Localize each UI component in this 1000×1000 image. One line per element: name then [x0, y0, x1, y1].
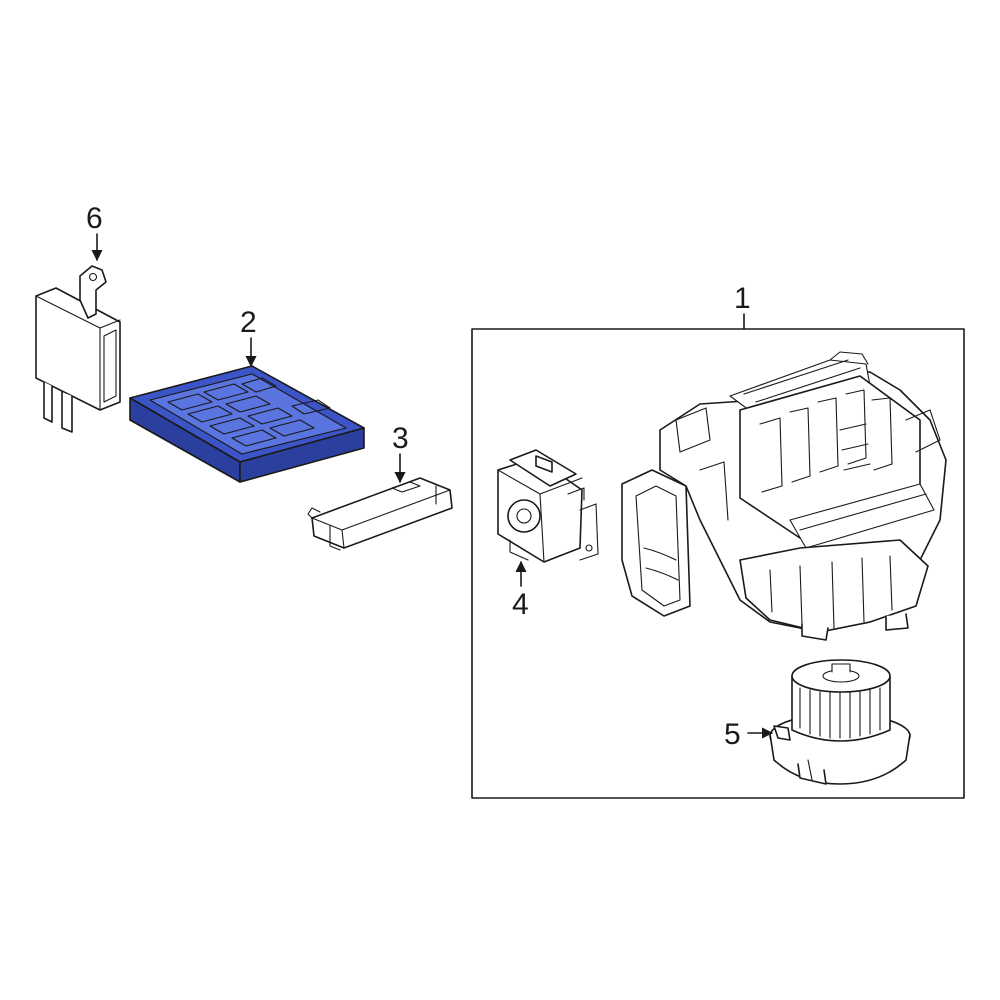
callout-3-label: 3 [392, 422, 409, 455]
callout-5: 5 [724, 718, 774, 751]
part-5-blower-motor[interactable] [769, 659, 911, 785]
callout-2: 2 [240, 306, 257, 368]
callout-6: 6 [86, 202, 103, 262]
callout-4-label: 4 [512, 588, 529, 621]
callout-2-label: 2 [240, 306, 257, 339]
blower-housing [621, 351, 947, 641]
callout-4: 4 [512, 560, 529, 621]
part-1-assembly-frame [471, 328, 965, 799]
part-6-control-module[interactable] [35, 265, 121, 433]
callout-3: 3 [392, 422, 409, 484]
part-3-filter-cover[interactable] [307, 477, 453, 551]
callout-5-label: 5 [724, 718, 741, 751]
callout-6-label: 6 [86, 202, 103, 235]
callout-1: 1 [734, 282, 751, 330]
part-2-cabin-air-filter[interactable] [129, 365, 365, 483]
part-4-mode-actuator[interactable] [497, 449, 599, 563]
callout-1-label: 1 [734, 282, 751, 315]
